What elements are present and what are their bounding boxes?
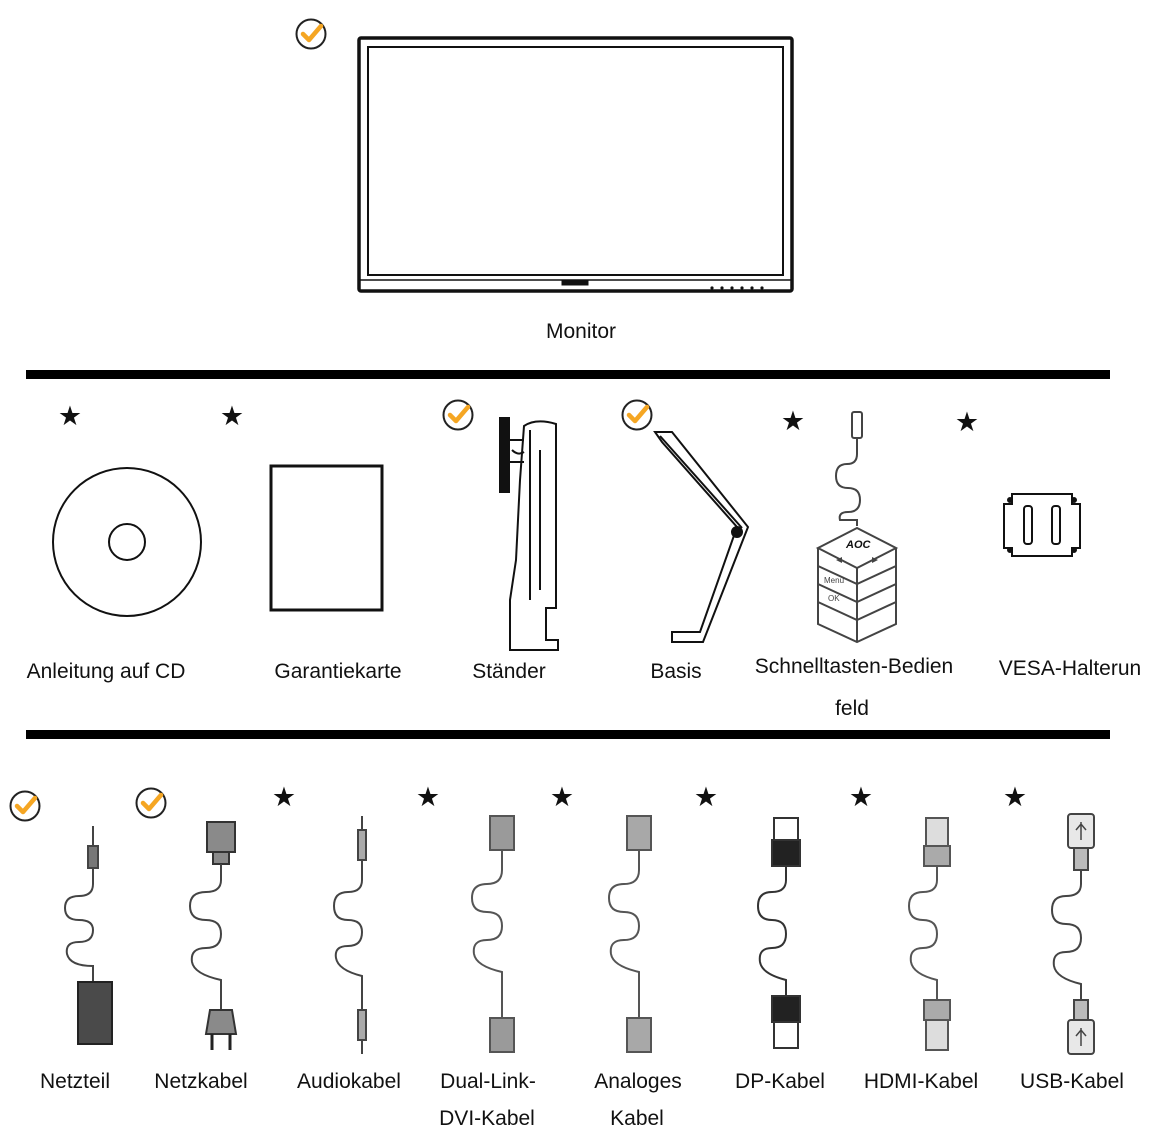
power-adapter-icon [63,826,113,1045]
star-icon: ★ [271,782,297,812]
usb-cable-icon [1050,813,1095,1055]
star-icon: ★ [780,406,806,436]
label-dvi-line1: Dual-Link- [440,1070,536,1093]
hdmi-cable-icon [907,817,951,1051]
label-dp-cable: DP-Kabel [735,1070,825,1093]
check-icon [294,17,328,51]
label-vga-line2: Kabel [610,1107,664,1130]
star-icon: ★ [549,782,575,812]
label-audio-cable: Audiokabel [297,1070,401,1093]
label-power-cord: Netzkabel [154,1070,248,1093]
label-power-adapter: Netzteil [39,1070,111,1093]
star-icon: ★ [219,401,245,431]
dvi-cable-icon [470,815,515,1053]
stand-icon [499,417,559,651]
divider-bottom [26,730,1110,739]
base-icon [653,431,750,643]
keypad-brand: AOC [846,539,871,551]
star-icon: ★ [57,401,83,431]
star-icon: ★ [954,407,980,437]
keypad-key-menu: Menu [824,576,845,585]
label-vesa: VESA-Halterun [998,657,1142,680]
check-icon [620,398,654,432]
label-monitor: Monitor [545,320,617,343]
label-keypad-line2: feld [835,697,869,720]
label-dvi-line2: DVI-Kabel [439,1107,535,1130]
keypad-key-ok: OK [828,594,840,603]
vga-cable-icon [607,815,652,1053]
power-cord-icon [188,821,238,1050]
star-icon: ★ [848,782,874,812]
dp-cable-icon [756,817,801,1049]
cd-icon [52,467,202,617]
divider-top [26,370,1110,379]
check-icon [8,789,42,823]
audio-cable-icon [332,816,367,1054]
warranty-card-icon [269,464,384,612]
quick-switch-keypad-icon [815,411,899,644]
check-icon [134,786,168,820]
monitor-icon [357,36,794,293]
label-base: Basis [650,660,702,683]
label-cd: Anleitung auf CD [26,660,186,683]
label-keypad-line1: Schnelltasten-Bedien [754,655,954,678]
check-icon [441,398,475,432]
star-icon: ★ [415,782,441,812]
label-vga-line1: Analoges [594,1070,682,1093]
star-icon: ★ [1002,782,1028,812]
vesa-bracket-icon [1003,493,1081,557]
star-icon: ★ [693,782,719,812]
label-hdmi-cable: HDMI-Kabel [863,1070,979,1093]
label-stand: Ständer [472,660,546,683]
label-warranty-card: Garantiekarte [274,660,402,683]
label-usb-cable: USB-Kabel [1020,1070,1124,1093]
